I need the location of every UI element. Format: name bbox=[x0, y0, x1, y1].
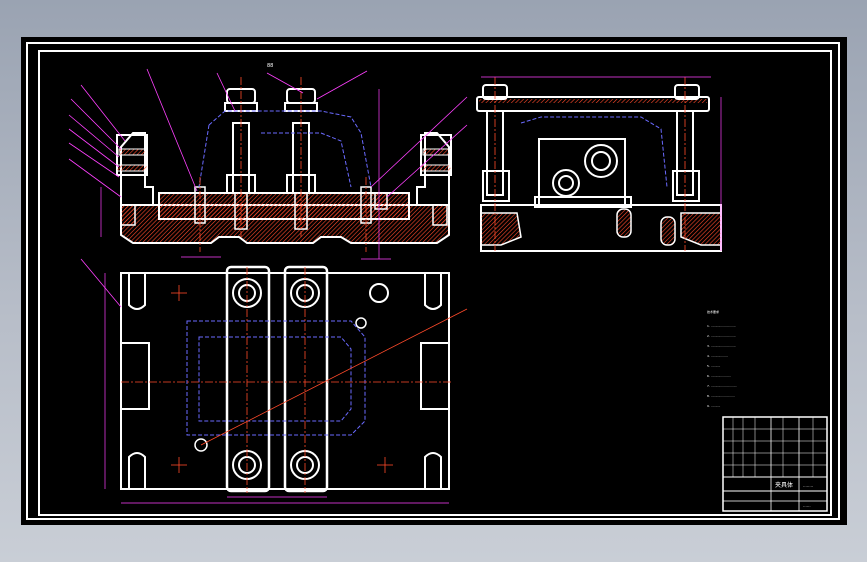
inner-border bbox=[38, 50, 832, 516]
title-block: 夹具体 ........ ...... bbox=[722, 416, 828, 512]
front-view: 88 bbox=[68, 63, 468, 260]
title-block-name: 夹具体 bbox=[775, 481, 793, 489]
notes-heading: 技术要求 bbox=[707, 309, 719, 314]
technical-notes: 技术要求 1. .......................... 2. ..… bbox=[707, 309, 737, 408]
note-1: 1. .......................... bbox=[707, 324, 736, 328]
note-9: 9. .......... bbox=[707, 404, 720, 408]
note-6: 6. ..................... bbox=[707, 374, 731, 378]
note-5: 5. .......... bbox=[707, 364, 720, 368]
top-label: 88 bbox=[267, 63, 273, 69]
cad-drawing-viewport[interactable]: 88 bbox=[21, 37, 847, 525]
note-2: 2. .......................... bbox=[707, 334, 736, 338]
outer-border bbox=[26, 42, 840, 520]
cad-drawing: 88 bbox=[26, 42, 840, 520]
title-block-company: ........ bbox=[803, 483, 813, 488]
note-8: 8. ......................... bbox=[707, 394, 735, 398]
side-view bbox=[476, 76, 722, 252]
note-3: 3. .......................... bbox=[707, 344, 736, 348]
plan-view bbox=[80, 258, 468, 504]
note-4: 4. .................. bbox=[707, 354, 728, 358]
title-block-drawing-no: ...... bbox=[803, 503, 811, 508]
note-7: 7. ........................... bbox=[707, 384, 737, 388]
